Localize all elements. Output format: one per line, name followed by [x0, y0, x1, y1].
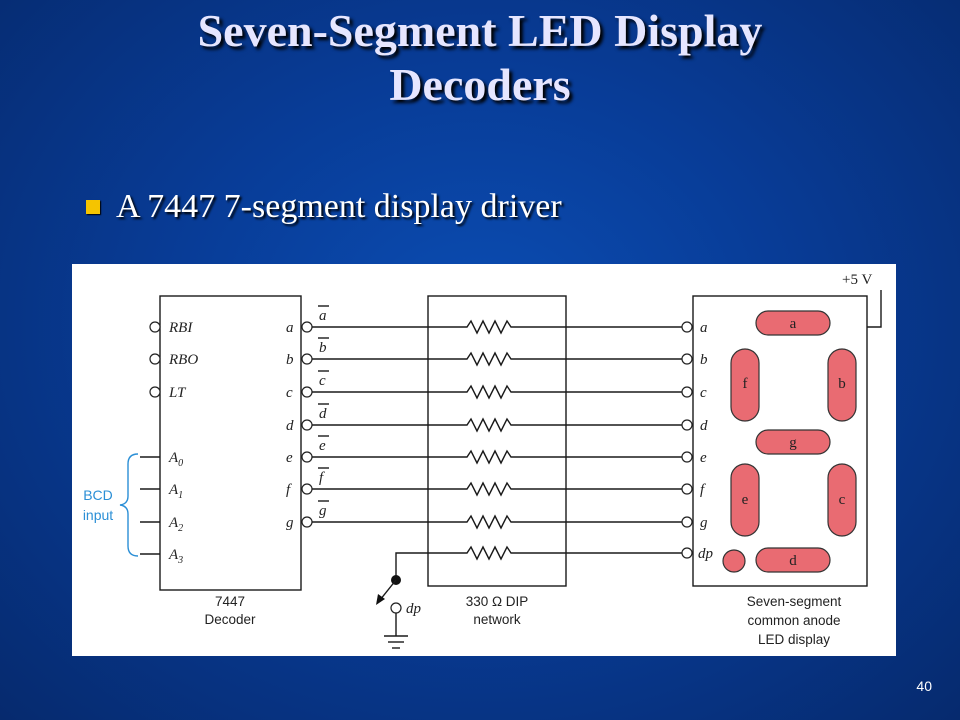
- bar-label-g: g: [319, 503, 327, 519]
- out-label-a: a: [286, 320, 294, 336]
- display-label-2: common anode: [747, 613, 840, 628]
- output-lines: a b c d e f g a b c d e f g: [286, 305, 682, 580]
- decoder-box: [159, 295, 302, 591]
- display-label-3: LED display: [758, 632, 830, 647]
- out-label-f: f: [286, 482, 292, 498]
- dip-network-box: [427, 295, 567, 587]
- pin-rbi: [149, 321, 161, 333]
- seg-label-a: a: [790, 316, 797, 332]
- bar-label-c: c: [319, 373, 326, 389]
- title-line-2: Decoders: [389, 59, 571, 110]
- input-a0: A0: [168, 450, 183, 469]
- segments: a b c d e f g: [722, 310, 857, 573]
- disp-pin-f: f: [700, 482, 706, 498]
- disp-pin-d: d: [700, 418, 708, 434]
- seg-label-g: g: [789, 435, 797, 451]
- display-box: [692, 295, 868, 587]
- seg-label-f: f: [743, 376, 748, 392]
- segment-dp: [722, 549, 746, 573]
- label-rbo: RBO: [168, 352, 198, 368]
- seg-label-e: e: [742, 492, 749, 508]
- bcd-inputs: A0 A1 A2 A3 BCD input: [83, 450, 183, 566]
- bcd-label-1: BCD: [83, 487, 113, 503]
- label-lt: LT: [168, 385, 187, 401]
- segment-d: [755, 547, 831, 573]
- decoder-control-pins: RBI RBO LT: [149, 320, 198, 401]
- bar-label-d: d: [319, 406, 327, 422]
- bcd-label-2: input: [83, 507, 113, 523]
- supply-label: +5 V: [842, 272, 872, 288]
- disp-pin-c: c: [700, 385, 707, 401]
- dp-contact: [390, 602, 402, 614]
- input-a2: A2: [168, 515, 183, 534]
- segment-e: [730, 463, 760, 537]
- out-label-d: d: [286, 418, 294, 434]
- display-pins: a b c d e f g dp: [681, 320, 714, 562]
- out-label-c: c: [286, 385, 293, 401]
- out-label-g: g: [286, 515, 294, 531]
- out-label-e: e: [286, 450, 293, 466]
- circuit-diagram: 7447 Decoder RBI RBO LT A0 A1 A2 A3 BCD …: [83, 272, 882, 649]
- bullet-item: A 7447 7-segment display driver: [86, 188, 562, 226]
- bar-label-a: a: [319, 308, 327, 324]
- network-label-1: 330 Ω DIP: [466, 594, 529, 609]
- decoder-label-2: Decoder: [204, 612, 256, 627]
- segment-g: [755, 429, 831, 455]
- input-a3: A3: [168, 547, 183, 566]
- bullet-square-icon: [86, 200, 100, 214]
- supply-wire: [867, 290, 882, 328]
- input-a1: A1: [168, 482, 183, 501]
- switch-label: dp: [406, 601, 422, 617]
- out-label-b: b: [286, 352, 294, 368]
- pin-rbo: [149, 353, 161, 365]
- bcd-bracket: [119, 453, 139, 557]
- segment-a: [755, 310, 831, 336]
- seg-label-b: b: [838, 376, 846, 392]
- bar-label-b: b: [319, 340, 327, 356]
- title-line-1: Seven-Segment LED Display: [197, 5, 763, 56]
- segment-f: [730, 348, 760, 422]
- display-label-1: Seven-segment: [747, 594, 842, 609]
- disp-pin-a: a: [700, 320, 708, 336]
- page-number: 40: [916, 678, 932, 694]
- circuit-figure: 7447 Decoder RBI RBO LT A0 A1 A2 A3 BCD …: [72, 264, 896, 656]
- bullet-text: A 7447 7-segment display driver: [116, 188, 562, 225]
- seg-label-c: c: [839, 492, 846, 508]
- slide-title: Seven-Segment LED Display Decoders: [0, 4, 960, 112]
- bar-label-f: f: [319, 470, 325, 486]
- dp-switch: dp: [376, 575, 422, 649]
- disp-pin-e: e: [700, 450, 707, 466]
- label-rbi: RBI: [168, 320, 193, 336]
- segment-c: [827, 463, 857, 537]
- seg-label-d: d: [789, 553, 797, 569]
- disp-pin-g: g: [700, 515, 708, 531]
- segment-b: [827, 348, 857, 422]
- network-label-2: network: [473, 612, 521, 627]
- disp-pin-b: b: [700, 352, 708, 368]
- bar-label-e: e: [319, 438, 326, 454]
- decoder-label-1: 7447: [215, 594, 245, 609]
- disp-pin-dp: dp: [698, 546, 714, 562]
- pin-lt: [149, 386, 161, 398]
